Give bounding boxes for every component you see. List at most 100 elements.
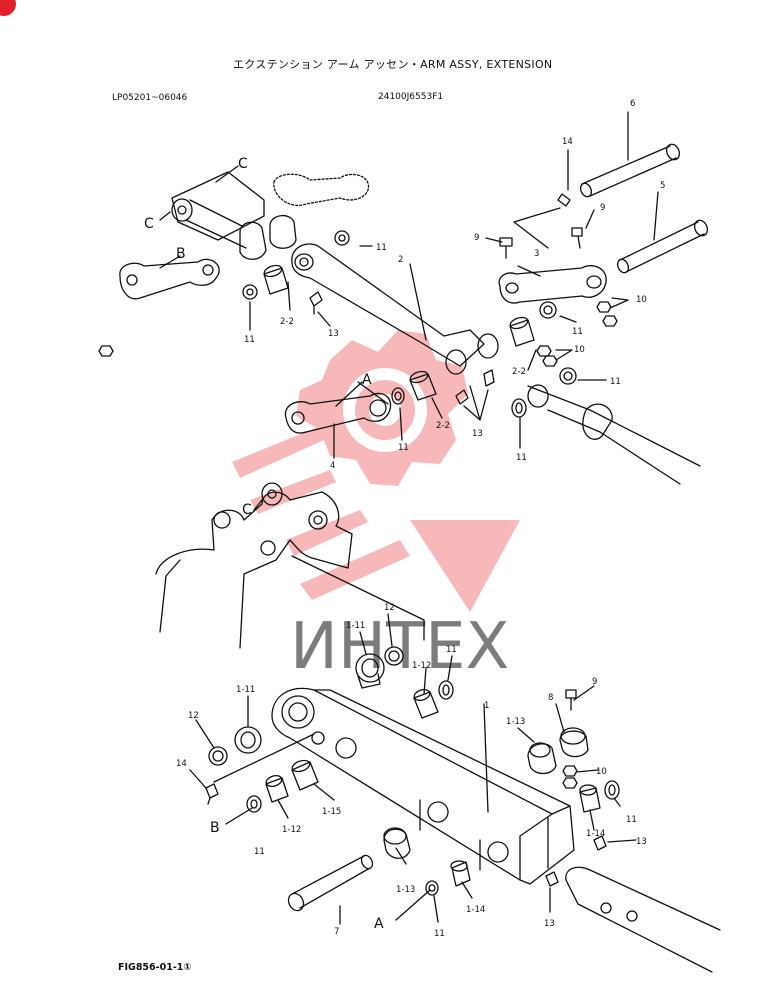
callout-1-15: 1-15 xyxy=(322,807,341,817)
watermark-text: ИНТЕХ xyxy=(290,610,509,684)
callout-11-lower-top: 11 xyxy=(446,645,457,655)
nut-10-c xyxy=(536,345,552,357)
link-b xyxy=(119,258,220,300)
callout-5: 5 xyxy=(660,181,665,191)
boom-tip-lower xyxy=(565,866,721,973)
bushing-1-11-top xyxy=(355,653,385,689)
callout-1-11-top: 1-11 xyxy=(346,621,365,631)
callout-8: 8 xyxy=(548,693,553,703)
callout-a-lower: A xyxy=(374,916,384,932)
callout-10-lower: 10 xyxy=(596,767,607,777)
seal-11-left xyxy=(242,284,258,300)
seal-11-right-b xyxy=(559,367,577,385)
callout-c-bracket: C xyxy=(242,502,252,518)
callout-1-12-top: 1-12 xyxy=(412,661,431,671)
diagram-title: エクステンション アーム アッセン・ARM ASSY, EXTENSION xyxy=(233,58,553,71)
bushing-2-2-mid xyxy=(409,373,437,401)
seal-11-top xyxy=(334,230,350,246)
pin-5 xyxy=(616,219,709,274)
seal-11-lower-c xyxy=(246,795,262,813)
callout-13-lower-right: 13 xyxy=(636,837,647,847)
callout-c-left: C xyxy=(144,216,154,232)
grease-nipple-14-lower xyxy=(205,783,219,805)
callout-c-top: C xyxy=(238,156,248,172)
callout-2: 2 xyxy=(398,255,403,265)
callout-1-14-lower: 1-14 xyxy=(466,905,485,915)
callout-b-lower: B xyxy=(210,820,220,836)
bushing-1-14-lower xyxy=(451,861,471,887)
callout-11-top: 11 xyxy=(376,243,387,253)
callout-10-right: 10 xyxy=(636,295,647,305)
extension-arm-1 xyxy=(271,687,575,885)
upper-assembly-lines xyxy=(98,111,709,649)
mounting-bracket-c xyxy=(155,482,353,649)
seal-11-lower-a xyxy=(438,680,454,700)
callout-14-lower: 14 xyxy=(176,759,187,769)
seal-11-mid xyxy=(391,387,405,405)
callout-11-mid: 11 xyxy=(398,443,409,453)
callout-12-left: 12 xyxy=(188,711,199,721)
callout-9-lower: 9 xyxy=(592,677,597,687)
callout-6: 6 xyxy=(630,99,635,109)
callout-2-2-mid: 2-2 xyxy=(436,421,450,431)
bushing-1-15 xyxy=(291,761,319,791)
nut-10-a xyxy=(596,301,612,313)
bushing-1-11-left xyxy=(234,726,262,754)
callout-13-upper-b: 13 xyxy=(472,429,483,439)
callout-9-right: 9 xyxy=(600,203,605,213)
bushing-2-2-left xyxy=(263,267,289,295)
callout-7: 7 xyxy=(334,927,339,937)
lower-assembly-lines xyxy=(189,613,721,973)
callout-3: 3 xyxy=(534,249,539,259)
seal-11-right-a xyxy=(539,301,557,319)
callout-b-upper: B xyxy=(176,246,186,262)
callout-10-mid: 10 xyxy=(574,345,585,355)
callout-1-13-lower: 1-13 xyxy=(396,885,415,895)
leader-frame xyxy=(291,555,425,641)
callout-11-left: 11 xyxy=(244,335,255,345)
nut-10-b xyxy=(602,315,618,327)
callout-11-right-a: 11 xyxy=(572,327,583,337)
bushing-1-14-right xyxy=(579,787,601,813)
bolt-9-right xyxy=(571,227,583,249)
grease-nipple-13-lower-a xyxy=(593,835,607,851)
seal-12-top xyxy=(384,646,404,666)
link-4 xyxy=(284,392,392,434)
pin-6 xyxy=(579,143,681,198)
bushing-8 xyxy=(559,730,589,758)
bushing-1-12-top xyxy=(413,691,439,719)
seal-11-lower-b xyxy=(604,780,620,800)
callout-2-2-right: 2-2 xyxy=(512,367,526,377)
callout-11-right-b: 11 xyxy=(610,377,621,387)
callout-12-top: 12 xyxy=(384,603,395,613)
grease-nipple-14-top xyxy=(557,193,571,207)
seal-12-left xyxy=(208,746,228,766)
callout-1-12-left: 1-12 xyxy=(282,825,301,835)
callout-2-2-left: 2-2 xyxy=(280,317,294,327)
nut-10-lower-b xyxy=(562,777,578,789)
callout-1-13-right: 1-13 xyxy=(506,717,525,727)
callout-4: 4 xyxy=(330,461,335,471)
grease-nipple-13-a xyxy=(309,291,323,315)
callout-a-upper: A xyxy=(362,372,372,388)
callout-1: 1 xyxy=(484,701,489,711)
corner-marker xyxy=(0,0,16,16)
callout-11-lower-right: 11 xyxy=(626,815,637,825)
seal-11-right-c xyxy=(511,398,527,418)
callout-11-right-c: 11 xyxy=(516,453,527,463)
serial-range: LP05201~06046 xyxy=(112,93,188,103)
callout-1-11-left: 1-11 xyxy=(236,685,255,695)
arm-right-tip xyxy=(527,384,701,485)
callout-labels: 6 14 5 9 9 3 10 10 11 11 11 11 11 11 2 2… xyxy=(144,99,665,939)
callout-11-lower-bottom: 11 xyxy=(434,929,445,939)
bolt-9-left xyxy=(499,237,513,259)
grease-nipple-13-b xyxy=(455,389,469,405)
part-number: 24100J6553F1 xyxy=(378,92,444,102)
grease-nipple-13-lower-b xyxy=(545,871,559,887)
nut-10-d xyxy=(542,355,558,367)
callout-11-lower-left: 11 xyxy=(254,847,265,857)
pin-7 xyxy=(287,854,374,912)
callout-9-left: 9 xyxy=(474,233,479,243)
callout-13-upper-a: 13 xyxy=(328,329,339,339)
